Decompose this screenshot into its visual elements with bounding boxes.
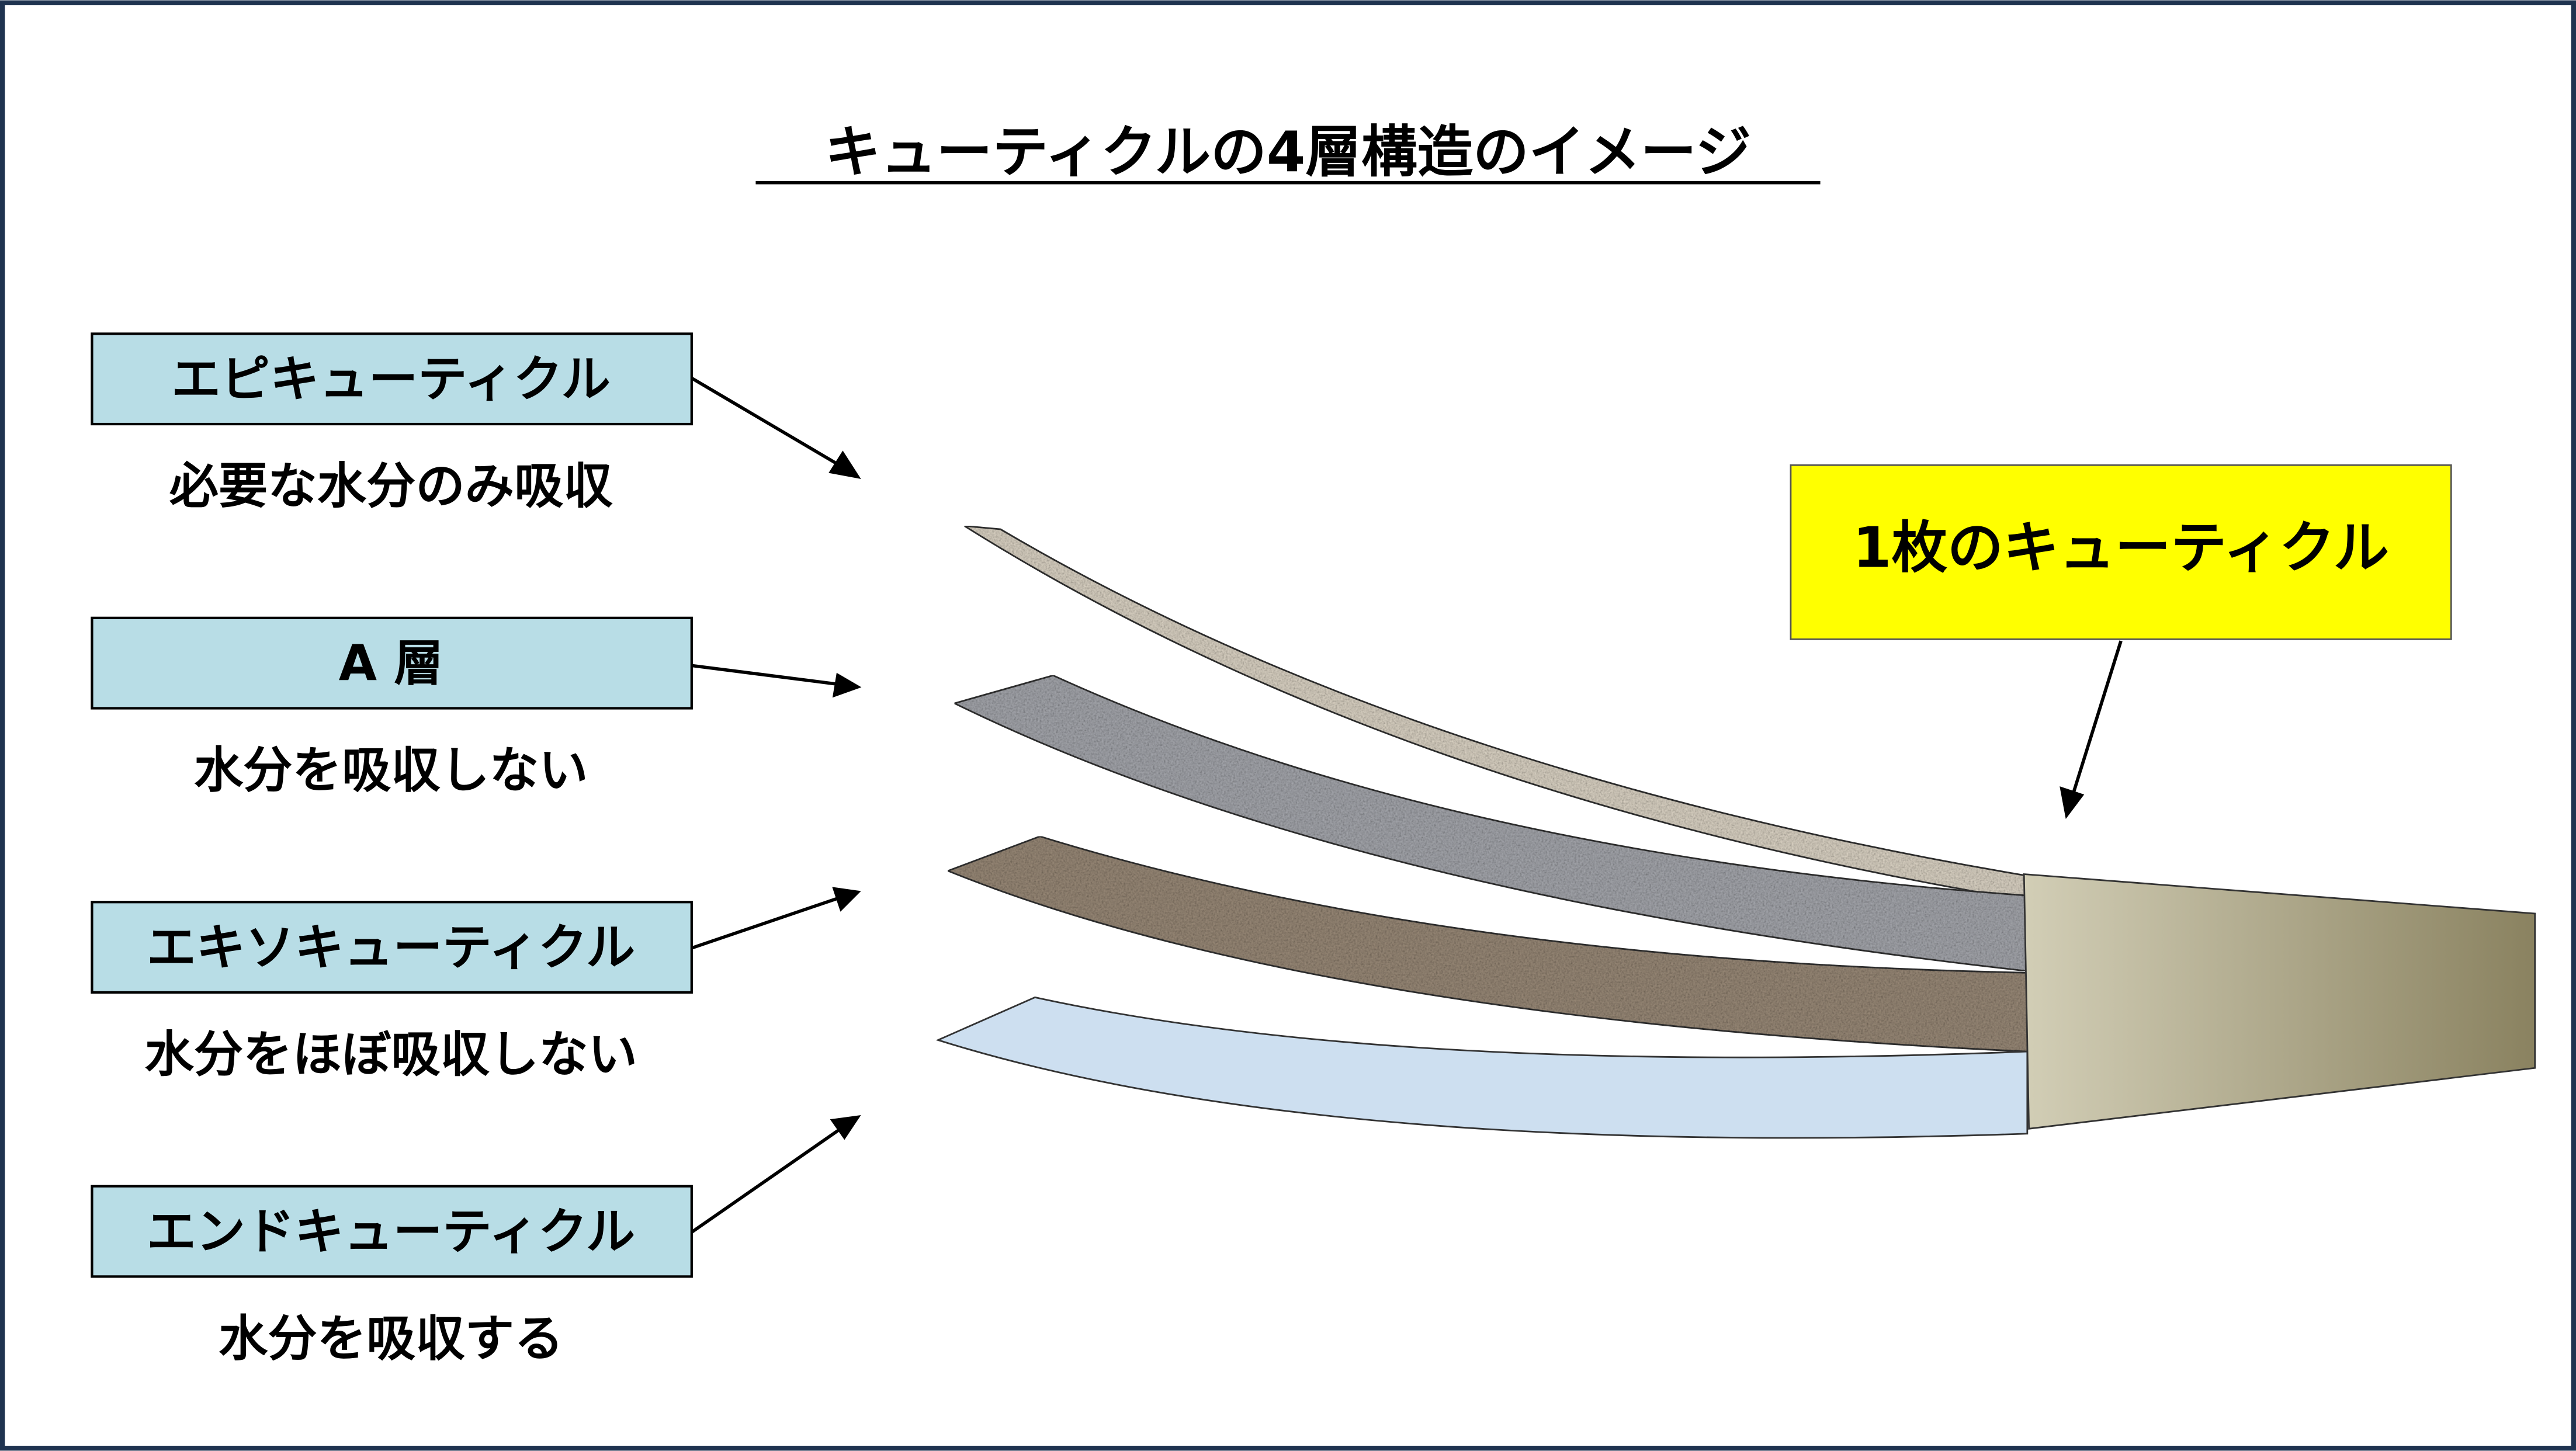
layer-label-endocuticle: エンドキューティクル 水分を吸収する xyxy=(91,1185,693,1367)
pointer-arrows xyxy=(691,376,2123,1234)
arrowhead-icon xyxy=(832,672,862,698)
layer-description: 水分を吸収しない xyxy=(194,741,588,799)
arrow-epicuticle xyxy=(691,376,849,472)
arrowhead-icon xyxy=(832,887,861,912)
layer-label-text: エピキューティクル xyxy=(171,350,611,408)
layer-label-a-layer: A 層 水分を吸収しない xyxy=(91,616,693,799)
layer-description: 水分を吸収する xyxy=(219,1310,563,1367)
layer-strip-endocuticle xyxy=(935,996,2029,1139)
cuticle-bundle xyxy=(2023,873,2536,1130)
arrow-exocuticle xyxy=(691,894,847,950)
arrowhead-icon xyxy=(828,450,861,479)
single-cuticle-callout: 1枚のキューティクル xyxy=(1790,464,2452,640)
layer-description: 水分をほぼ吸収しない xyxy=(145,1026,637,1083)
arrowhead-icon xyxy=(830,1115,861,1140)
arrowhead-icon xyxy=(2060,786,2085,820)
arrow-single-cuticle xyxy=(2070,640,2123,799)
diagram-title: キューティクルの4層構造のイメージ xyxy=(825,119,1752,185)
layer-label-epicuticle: エピキューティクル 必要な水分のみ吸収 xyxy=(91,332,693,515)
arrow-a-layer xyxy=(691,664,847,687)
layer-label-text: A 層 xyxy=(339,635,443,692)
layer-description: 必要な水分のみ吸収 xyxy=(169,457,613,515)
arrow-endocuticle xyxy=(691,1122,849,1234)
callout-text: 1枚のキューティクル xyxy=(1853,515,2389,581)
layer-label-text: エキソキューティクル xyxy=(147,919,635,976)
layer-label-exocuticle: エキソキューティクル 水分をほぼ吸収しない xyxy=(91,901,693,1083)
layer-label-text: エンドキューティクル xyxy=(147,1203,635,1261)
